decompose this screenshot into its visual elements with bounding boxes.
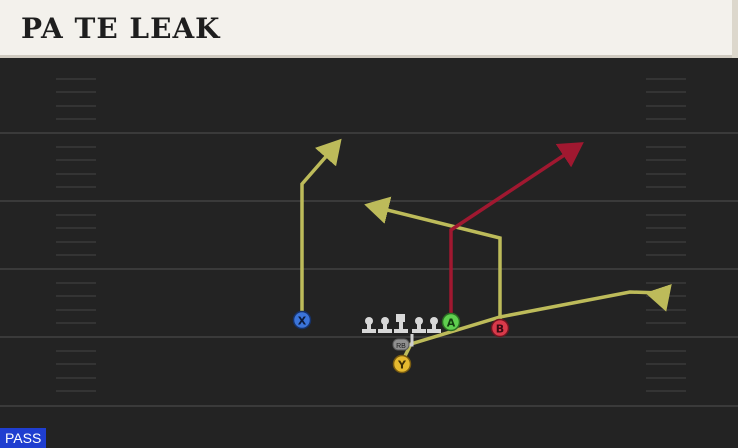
center-lineman (394, 314, 408, 333)
route-y-leak (400, 283, 672, 363)
player-x-label: X (298, 315, 307, 328)
play-field: RB X A B Y (0, 58, 738, 448)
player-y-label: Y (397, 359, 407, 372)
yard-lines (0, 132, 738, 407)
player-a-label: A (447, 317, 456, 330)
route-a-seam (449, 142, 584, 322)
hash-marks-left (56, 78, 96, 392)
route-b-post-dig (364, 196, 502, 328)
player-rb-label: RB (396, 343, 406, 350)
player-b[interactable]: B (490, 318, 510, 338)
lineman-lt (362, 317, 376, 333)
player-b-label: B (496, 323, 504, 336)
lineman-rt (427, 317, 441, 333)
player-y[interactable]: Y (392, 354, 412, 374)
player-a[interactable]: A (441, 312, 461, 332)
route-x-corner (300, 138, 342, 320)
player-rb[interactable]: RB (392, 338, 410, 351)
hash-marks-right (646, 78, 686, 392)
offensive-line (362, 314, 441, 333)
lineman-rg (412, 317, 426, 333)
play-type-badge: PASS (0, 428, 47, 448)
play-title: PA TE LEAK (21, 12, 221, 45)
player-x[interactable]: X (292, 310, 312, 330)
field-background (0, 58, 738, 448)
play-header: PA TE LEAK (0, 0, 738, 58)
lineman-lg (378, 317, 392, 333)
